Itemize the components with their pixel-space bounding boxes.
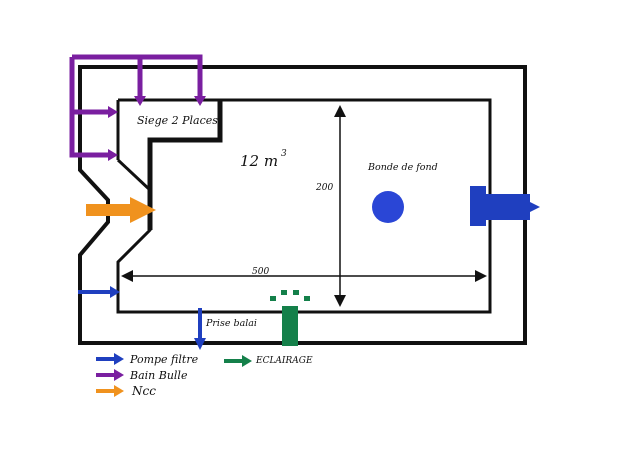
ncc-arrow [86, 197, 156, 223]
depth-label: 200 [315, 183, 333, 193]
bubble-bath-arrowheads [108, 96, 206, 161]
pump-outlet [470, 186, 540, 226]
volume-exponent: 3 [281, 149, 287, 159]
legend: Pompe filtre Bain Bulle Ncc ECLAIRAGE [96, 353, 313, 398]
legend-item-ncc: Ncc [96, 384, 156, 398]
drain-label: Bonde de fond [367, 162, 438, 173]
legend-item-pump: Pompe filtre [96, 353, 199, 366]
length-label: 500 [252, 267, 269, 277]
skimmer-label: Prise balai [205, 318, 257, 329]
legend-item-light: ECLAIRAGE [224, 355, 313, 367]
legend-item-bubble: Bain Bulle [96, 369, 188, 382]
bubble-bath-pipes [69, 54, 203, 158]
drain-circle [372, 191, 404, 223]
skimmer-arrow [194, 308, 206, 350]
legend-label-light: ECLAIRAGE [255, 356, 313, 366]
lighting-fixture [270, 290, 310, 346]
seat-edge [147, 100, 223, 230]
legend-label-bubble: Bain Bulle [129, 369, 188, 382]
volume-label: 12 m [240, 152, 278, 170]
seat-label: Siege 2 Places [137, 114, 218, 127]
pump-inlet-arrow [78, 286, 120, 298]
legend-label-pump: Pompe filtre [129, 353, 199, 366]
outer-outline [78, 65, 527, 345]
pool-outline [116, 98, 492, 314]
legend-label-ncc: Ncc [131, 384, 156, 398]
